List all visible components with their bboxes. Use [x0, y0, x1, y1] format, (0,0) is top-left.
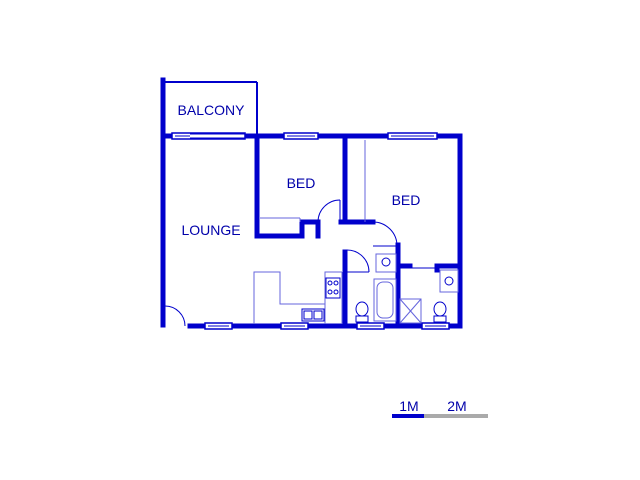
- fixtures-outlines: [253, 140, 459, 324]
- label-bed-1: BED: [287, 175, 316, 191]
- label-bed-2: BED: [392, 192, 421, 208]
- room-labels: BALCONY BED BED LOUNGE: [178, 102, 421, 238]
- balcony-outline: [163, 81, 258, 136]
- scale-segment-2: [424, 414, 488, 418]
- scale-bar: 1M 2M: [392, 398, 488, 418]
- scale-label-1m: 1M: [399, 398, 418, 414]
- label-lounge: LOUNGE: [181, 222, 240, 238]
- stove: [325, 277, 341, 299]
- walls: [160, 77, 463, 329]
- scale-segment-1: [392, 414, 424, 418]
- door-swings: [164, 199, 437, 327]
- label-balcony: BALCONY: [178, 102, 246, 118]
- sliding-door: [190, 133, 245, 139]
- window-ticks: [175, 135, 446, 327]
- kitchen-sink: [301, 308, 325, 322]
- toilets: [355, 257, 454, 323]
- scale-label-2m: 2M: [447, 398, 466, 414]
